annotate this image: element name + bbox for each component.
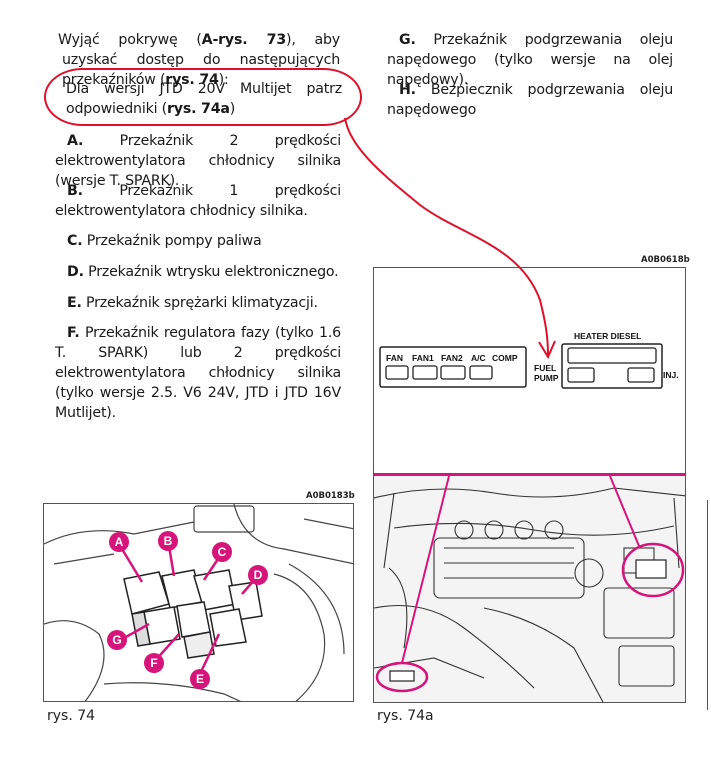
item-letter: E. <box>67 295 82 311</box>
item-text: Przekaźnik 2 prędkości elektrowentylator… <box>55 133 341 189</box>
item-text: Przekaźnik podgrzewania oleju napędowego… <box>387 32 673 88</box>
item-text: Przekaźnik pompy paliwa <box>86 233 262 249</box>
callout-g: G <box>112 633 121 647</box>
callout-a: A <box>115 535 124 549</box>
callout-d: D <box>254 568 263 582</box>
item-e: E. Przekaźnik sprężarki klimatyzacji. <box>55 293 345 313</box>
item-f: F. Przekaźnik regulatora fazy (tylko 1.6… <box>55 323 341 423</box>
figure-74a-code: A0B0618b <box>641 255 690 265</box>
relay-photo-drawing: A B C D E F G <box>44 504 353 701</box>
label-fuel: FUEL <box>534 363 556 373</box>
item-letter: F. <box>67 325 80 341</box>
item-letter: G. <box>399 32 416 48</box>
intro-ref-rys74: rys. 74 <box>165 72 219 88</box>
item-text: Przekaźnik 1 prędkości elektrowentylator… <box>55 183 341 219</box>
label-fan2: FAN2 <box>441 353 463 363</box>
page-edge-line <box>707 500 708 710</box>
item-letter: B. <box>67 183 83 199</box>
callout-f: F <box>150 656 157 670</box>
intro-text-end: ): <box>218 72 229 88</box>
highlight-oval <box>44 68 362 126</box>
label-pump: PUMP <box>534 373 559 383</box>
note-paragraph: Dla wersji JTD 20V Multijet patrz odpowi… <box>66 79 342 119</box>
label-heater-diesel: HEATER DIESEL <box>574 331 641 341</box>
intro-text: Wyjąć pokrywę ( <box>58 32 202 48</box>
label-comp: COMP <box>492 353 518 363</box>
intro-ref-rys73: A-rys. 73 <box>201 32 287 48</box>
item-a: A. Przekaźnik 2 prędkości elektrowentyla… <box>55 131 341 191</box>
label-fan: FAN <box>386 353 403 363</box>
item-g: G. Przekaźnik podgrzewania oleju napędow… <box>387 30 673 90</box>
item-text: Przekaźnik wtrysku elektronicznego. <box>88 264 339 280</box>
figure-74-code: A0B0183b <box>306 491 355 501</box>
item-letter: D. <box>67 264 84 280</box>
item-text: Przekaźnik sprężarki klimatyzacji. <box>86 295 318 311</box>
label-inj: INJ. <box>663 370 679 380</box>
callout-c: C <box>218 545 227 559</box>
callout-b: B <box>164 534 173 548</box>
item-d: D. Przekaźnik wtrysku elektronicznego. <box>55 262 345 282</box>
figure-74-caption: rys. 74 <box>47 708 96 724</box>
figure-74a: FAN FAN1 FAN2 A/C COMP FUEL PUMP HEATER … <box>373 267 686 703</box>
item-text: Przekaźnik regulatora fazy (tylko 1.6 T.… <box>55 325 341 421</box>
intro-text-mid: ), aby uzyskać dostęp do następujących p… <box>62 32 340 88</box>
figure-74a-caption: rys. 74a <box>377 708 434 724</box>
item-letter: C. <box>67 233 83 249</box>
label-fan1: FAN1 <box>412 353 434 363</box>
note-text: Dla wersji JTD 20V Multijet patrz odpowi… <box>66 81 342 117</box>
label-ac: A/C <box>471 353 486 363</box>
figure-74: A B C D E F G <box>43 503 354 702</box>
callout-e: E <box>196 672 204 686</box>
note-text-end: ) <box>229 101 236 117</box>
item-letter: A. <box>67 133 84 149</box>
fuse-box-diagram: FAN FAN1 FAN2 A/C COMP FUEL PUMP HEATER … <box>374 268 685 702</box>
item-b: B. Przekaźnik 1 prędkości elektrowentyla… <box>55 181 341 221</box>
item-h: H. Bezpiecznik podgrzewania oleju napędo… <box>387 80 673 120</box>
item-text: Bezpiecznik podgrzewania oleju napędoweg… <box>387 82 674 118</box>
intro-paragraph: Wyjąć pokrywę (A-rys. 73), aby uzyskać d… <box>58 30 340 90</box>
item-letter: H. <box>399 82 416 98</box>
item-c: C. Przekaźnik pompy paliwa <box>55 231 345 251</box>
note-ref-rys74a: rys. 74a <box>167 101 230 117</box>
